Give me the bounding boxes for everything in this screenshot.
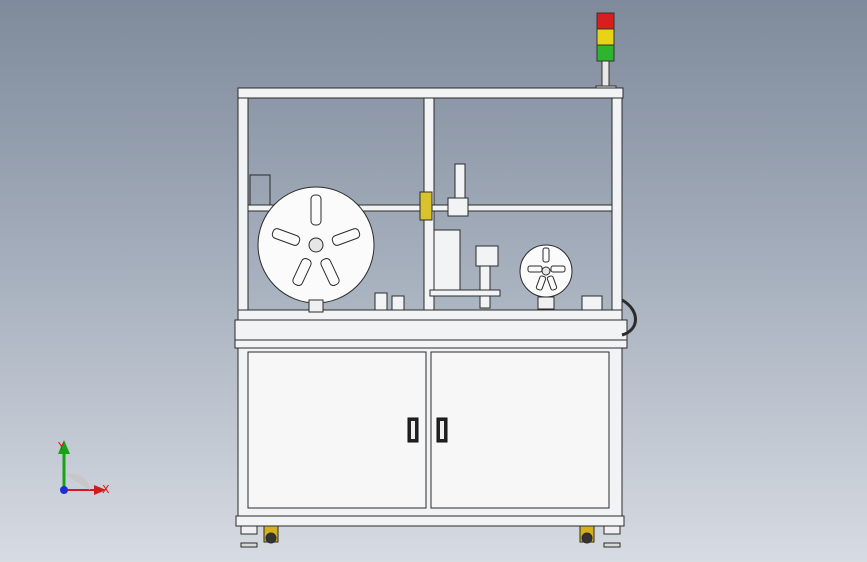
large-reel bbox=[257, 186, 375, 313]
coordinate-triad: Y X bbox=[57, 440, 110, 496]
cabinet bbox=[235, 347, 625, 527]
x-axis-label: X bbox=[102, 483, 110, 496]
small-reel bbox=[519, 244, 573, 310]
center-mechanism bbox=[419, 163, 501, 309]
door-handles[interactable] bbox=[407, 417, 448, 443]
side-cable bbox=[621, 298, 637, 337]
signal-tower bbox=[595, 12, 617, 91]
casters bbox=[240, 525, 621, 548]
fixtures bbox=[249, 174, 603, 311]
y-axis-label: Y bbox=[57, 440, 65, 453]
